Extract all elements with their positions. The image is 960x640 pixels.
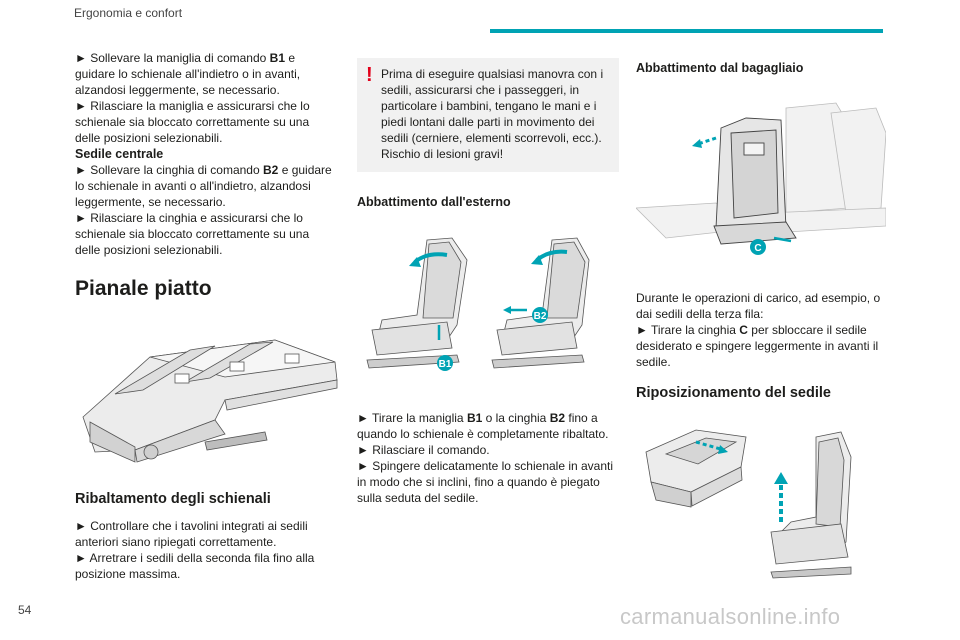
- boot-release-illustration: C: [636, 102, 886, 255]
- fold-backrests-title: Ribaltamento degli schienali: [75, 491, 271, 507]
- warning-text: Prima di eseguire qualsiasi manovra con …: [381, 67, 604, 161]
- c2-para-2: ► Rilasciare il comando.: [357, 443, 490, 457]
- c3-para-1: Durante le operazioni di carico, ad esem…: [636, 291, 881, 321]
- c1-para-1: ► Sollevare la maniglia di comando B1 e …: [75, 51, 301, 97]
- flat-seats-illustration: [82, 339, 338, 463]
- header-accent-bar: [490, 29, 883, 33]
- c-badge: [750, 239, 766, 255]
- c1-para-4: ► Rilasciare la cinghia e assicurarsi ch…: [75, 211, 310, 257]
- repositioning-title: Riposizionamento del sedile: [636, 385, 831, 401]
- page-number: 54: [18, 603, 32, 617]
- c3-para-2: ► Tirare la cinghia C per sbloccare il s…: [636, 323, 879, 369]
- c2-para-3: ► Spingere delicatamente lo schienale in…: [357, 459, 614, 505]
- warning-icon: !: [366, 64, 373, 86]
- center-seat-title: Sedile centrale: [75, 147, 164, 161]
- c1-para-5: ► Controllare che i tavolini integrati a…: [75, 519, 308, 549]
- boot-fold-title: Abbattimento dal bagagliaio: [636, 61, 804, 75]
- flat-floor-figure: [75, 322, 338, 472]
- c1-para-2: ► Rilasciare la maniglia e assicurarsi c…: [75, 99, 310, 145]
- seat-repositioning-illustration: [645, 429, 852, 579]
- b2-badge: [532, 307, 548, 323]
- b2-label: B2: [534, 311, 547, 322]
- c1-para-6: ► Arretrare i sedili della seconda fila …: [75, 551, 315, 581]
- boot-fold-figure: C: [636, 88, 896, 258]
- column-1: ► Sollevare la maniglia di comando B1 e …: [75, 50, 338, 582]
- warning-box: ! Prima di eseguire qualsiasi manovra co…: [357, 58, 619, 172]
- flat-floor-title: Pianale piatto: [75, 277, 212, 300]
- b1-label: B1: [439, 359, 452, 370]
- c2-para-1: ► Tirare la maniglia B1 o la cinghia B2 …: [357, 411, 609, 441]
- outside-fold-figure: B1 B2: [357, 230, 617, 390]
- column-3: Abbattimento dal bagagliaio C Durante le…: [636, 50, 896, 592]
- c1-para-3: ► Sollevare la cinghia di comando B2 e g…: [75, 163, 332, 209]
- watermark: carmanualsonline.info: [620, 604, 841, 629]
- c-label: C: [754, 243, 761, 254]
- column-2: ! Prima di eseguire qualsiasi manovra co…: [357, 50, 619, 506]
- b1-badge: [437, 355, 453, 371]
- page-header: Ergonomia e confort: [0, 0, 960, 40]
- outside-fold-title: Abbattimento dall'esterno: [357, 195, 511, 209]
- repositioning-figure: [636, 412, 896, 592]
- section-title: Ergonomia e confort: [74, 6, 183, 20]
- seat-release-illustration: B1 B2: [366, 237, 590, 371]
